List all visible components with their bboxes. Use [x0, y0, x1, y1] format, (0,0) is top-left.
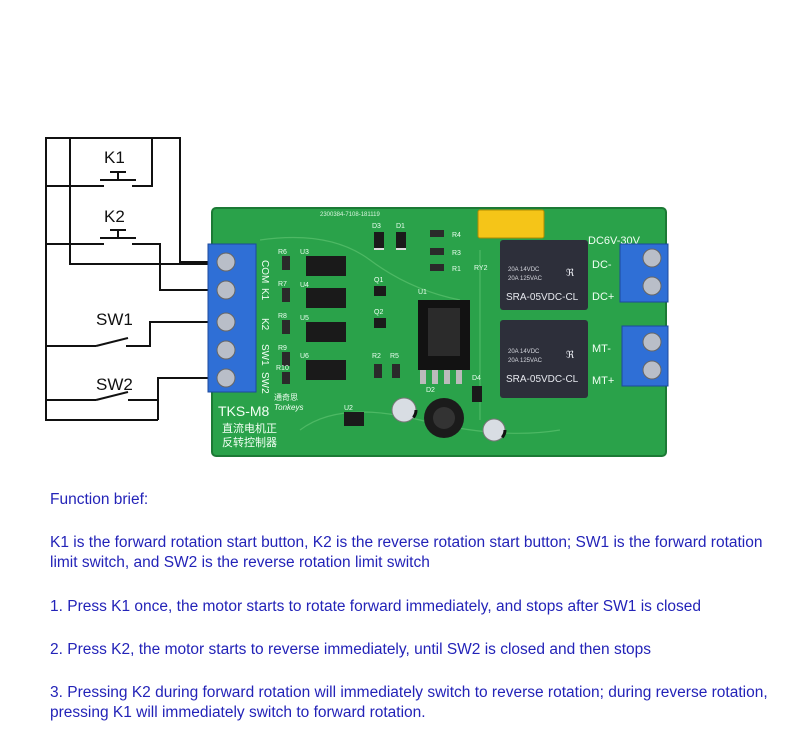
dc-plus-label: DC+: [592, 291, 614, 303]
relay-1-model: SRA-05VDC-CL: [506, 292, 579, 303]
diode-label-d1: D1: [396, 223, 405, 230]
board-serial: 2300384-7108-181119: [320, 212, 380, 218]
function-title: Function brief:: [50, 491, 149, 508]
relay-1-ul-mark: ℜ: [566, 268, 575, 279]
mt-plus-label: MT+: [592, 375, 614, 387]
capacitors: [390, 396, 507, 443]
common-wire: [45, 137, 220, 421]
sw2-wire: [157, 377, 220, 420]
board-desc-line1: 直流电机正: [222, 421, 277, 435]
dc-minus-label: DC-: [592, 259, 612, 271]
transistor-label-q1: Q1: [374, 277, 383, 284]
diode-label-d3: D3: [372, 223, 381, 230]
sw2-label: SW2: [96, 375, 133, 394]
ic-label-u4: U4: [300, 282, 309, 289]
inductor: [424, 398, 464, 438]
input-terminal-block: [207, 243, 257, 393]
power-terminal-block: [619, 243, 669, 303]
terminal-label-sw2: SW2: [259, 372, 270, 394]
transistors: [374, 286, 386, 328]
k2-button: K2: [100, 207, 136, 239]
relay-1-rating-1: 20A 14VDC: [508, 267, 540, 273]
pcb-board: 2300384-7108-181119 COM K1 K2 SW1 SW2 U3: [207, 207, 669, 457]
k2-label: K2: [104, 207, 125, 226]
x-capacitor: [477, 209, 545, 239]
terminal-label-com: COM: [259, 260, 270, 283]
motor-terminal-block: [621, 325, 669, 387]
wiring-diagram: K1 K2 SW1 SW2 2300384-7108-181119: [45, 137, 669, 457]
res-label-r5: R5: [390, 353, 399, 360]
res-label-r7: R7: [278, 281, 287, 288]
ic-label-u3: U3: [300, 249, 309, 256]
res-label-r10: R10: [276, 365, 289, 372]
diode-label-d2: D2: [426, 387, 435, 394]
relay-ref-label: RY2: [474, 265, 488, 272]
sw1-switch: SW1: [95, 310, 133, 347]
relay-2-rating-2: 20A 125VAC: [508, 358, 543, 364]
relay-2-model: SRA-05VDC-CL: [506, 374, 579, 385]
ic-label-u6: U6: [300, 353, 309, 360]
res-label-r2: R2: [372, 353, 381, 360]
sw2-switch: SW2: [45, 375, 158, 420]
wiring: [45, 137, 220, 421]
ic-label-u2: U2: [344, 405, 353, 412]
res-label-r4: R4: [452, 232, 461, 239]
relay-1: 20A 14VDC 20A 125VAC SRA-05VDC-CL ℜ: [500, 240, 588, 310]
function-step-3: 3. Pressing K2 during forward rotation w…: [50, 684, 768, 721]
relay-2: 20A 14VDC 20A 125VAC SRA-05VDC-CL ℜ: [500, 320, 588, 398]
transistor-label-q2: Q2: [374, 309, 383, 316]
voltage-regulator: U1: [418, 289, 470, 384]
optocouplers: [306, 256, 346, 380]
res-label-r3: R3: [452, 250, 461, 257]
k1-button: K1: [100, 148, 136, 188]
terminal-label-sw1: SW1: [259, 344, 270, 366]
k2-wire-right: [132, 243, 220, 291]
diode-label-d4: D4: [472, 375, 481, 382]
board-chinese-brand: 通奇思: [274, 392, 298, 402]
res-label-r9: R9: [278, 345, 287, 352]
sw1-label: SW1: [96, 310, 133, 329]
resistors-left: [282, 256, 290, 384]
relay-2-ul-mark: ℜ: [566, 350, 575, 361]
board-desc-line2: 反转控制器: [222, 435, 277, 449]
res-label-r6: R6: [278, 249, 287, 256]
res-label-r1: R1: [452, 266, 461, 273]
mt-minus-label: MT-: [592, 343, 611, 355]
board-brand: Tonkeys: [274, 403, 304, 412]
terminal-label-k1: K1: [259, 288, 270, 301]
sw1-wire-right: [126, 321, 220, 347]
res-label-r8: R8: [278, 313, 287, 320]
relay-2-rating-1: 20A 14VDC: [508, 349, 540, 355]
k1-label: K1: [104, 148, 125, 167]
ic-label-u5: U5: [300, 315, 309, 322]
diodes-top: [374, 232, 406, 250]
ic-label-u1: U1: [418, 289, 427, 296]
function-step-2: 2. Press K2, the motor starts to reverse…: [50, 641, 652, 658]
terminal-label-k2: K2: [259, 318, 270, 331]
function-description: K1 is the forward rotation start button,…: [50, 534, 763, 571]
resistors-top: [430, 230, 444, 271]
relay-1-rating-2: 20A 125VAC: [508, 276, 543, 282]
board-model: TKS-M8: [218, 403, 270, 419]
function-step-1: 1. Press K1 once, the motor starts to ro…: [50, 598, 701, 615]
